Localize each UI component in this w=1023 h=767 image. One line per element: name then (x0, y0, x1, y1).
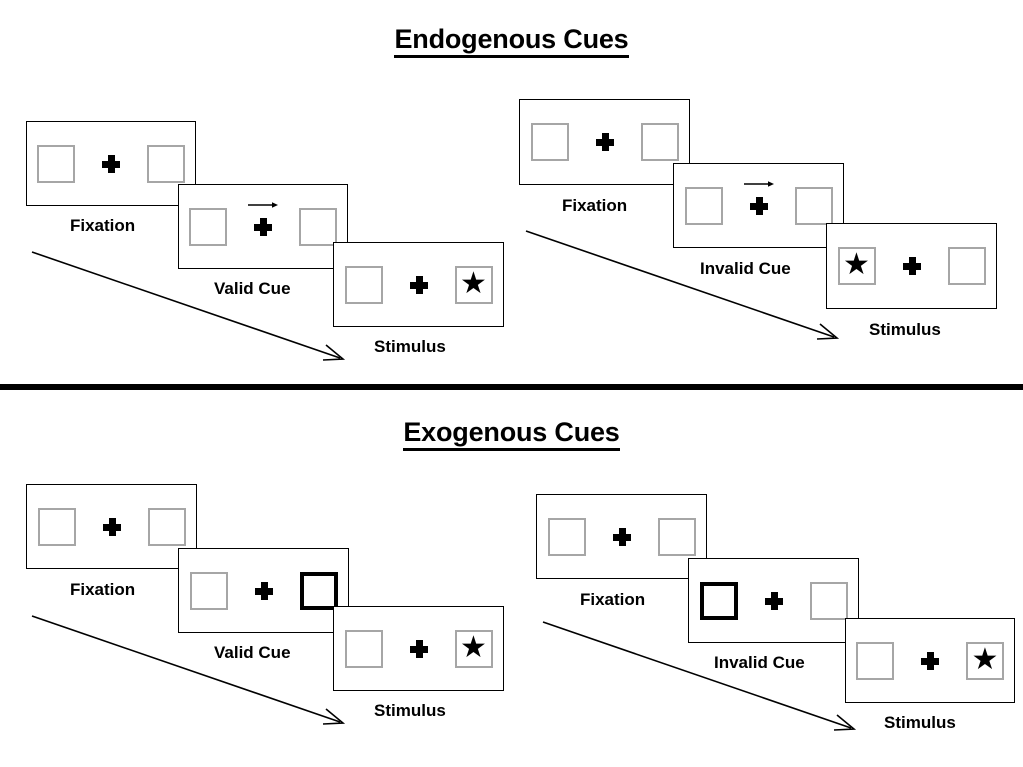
center-column (245, 201, 281, 250)
left-box: ★ (189, 571, 228, 610)
center-column (401, 626, 437, 672)
left-box: ★ (37, 507, 76, 546)
section-title-endogenous-text: Endogenous Cues (394, 24, 629, 58)
arrow-cue-icon (248, 201, 278, 210)
center-column (894, 243, 930, 289)
right-box: ★ (147, 507, 186, 546)
right-box: ★ (657, 517, 696, 556)
fixation-cross-icon (902, 257, 921, 275)
caption-endogenous-invalid-fixation: Fixation (562, 196, 628, 215)
right-box: ★ (454, 265, 493, 304)
star-icon: ★ (843, 248, 870, 281)
fixation-cross-icon (595, 133, 614, 151)
right-box: ★ (794, 186, 833, 225)
caption-endogenous-valid-stimulus: Stimulus (374, 337, 446, 356)
right-box: ★ (809, 581, 848, 620)
caption-exogenous-valid-fixation: Fixation (70, 580, 136, 599)
center-column (741, 180, 777, 229)
fixation-cross-icon (612, 527, 631, 546)
caption-exogenous-invalid-stimulus: Stimulus (884, 713, 956, 732)
panel-content: ★ ★ (837, 243, 986, 289)
caption-exogenous-valid-stimulus: Stimulus (374, 701, 446, 720)
left-box: ★ (189, 207, 227, 246)
left-box: ★ (344, 629, 383, 668)
caption-endogenous-valid-fixation: Fixation (70, 216, 136, 235)
fixation-cross-icon (749, 196, 768, 215)
fixation-cross-icon (764, 591, 783, 610)
left-box: ★ (530, 123, 569, 161)
center-column (912, 638, 948, 684)
caption-exogenous-invalid-cue: Invalid Cue (714, 653, 805, 672)
fixation-cross-icon (921, 651, 939, 670)
fixation-cross-icon (102, 154, 120, 173)
fixation-cross-icon (409, 639, 428, 658)
star-icon: ★ (460, 266, 487, 300)
center-column (604, 514, 640, 560)
panel-content: ★ ★ (684, 180, 833, 229)
caption-endogenous-invalid-cue: Invalid Cue (700, 259, 791, 278)
panel-endogenous-invalid-fixation[interactable]: ★ ★ (519, 99, 690, 185)
right-box-cued: ★ (299, 571, 338, 610)
section-title-exogenous: Exogenous Cues (0, 417, 1023, 451)
panel-endogenous-valid-fixation[interactable]: ★ ★ (26, 121, 196, 206)
section-divider (0, 384, 1023, 390)
left-box: ★ (837, 247, 876, 285)
center-column (587, 119, 623, 165)
caption-endogenous-invalid-stimulus: Stimulus (869, 320, 941, 339)
left-box: ★ (856, 641, 894, 680)
panel-content: ★ ★ (189, 568, 338, 614)
star-icon: ★ (460, 630, 487, 664)
panel-exogenous-invalid-cue[interactable]: ★ ★ (688, 558, 859, 643)
center-column (756, 578, 792, 624)
panel-endogenous-valid-stimulus[interactable]: ★ ★ (333, 242, 504, 327)
panel-content: ★ ★ (37, 141, 185, 187)
left-box: ★ (344, 265, 383, 304)
star-icon: ★ (971, 642, 999, 676)
right-box: ★ (947, 247, 986, 285)
right-box: ★ (147, 144, 185, 183)
center-column (94, 504, 130, 550)
right-box: ★ (454, 629, 493, 668)
caption-endogenous-valid-cue: Valid Cue (214, 279, 291, 298)
fixation-cross-icon (254, 217, 272, 236)
left-box: ★ (684, 186, 723, 225)
left-box: ★ (547, 517, 586, 556)
arrow-cue-icon (743, 180, 774, 189)
panel-exogenous-invalid-stimulus[interactable]: ★ ★ (845, 618, 1015, 703)
left-box: ★ (37, 144, 75, 183)
left-box-cued: ★ (699, 581, 738, 620)
center-column (401, 262, 437, 308)
right-box: ★ (966, 641, 1004, 680)
fixation-cross-icon (409, 275, 428, 294)
center-column (246, 568, 282, 614)
fixation-cross-icon (254, 581, 273, 600)
panel-content: ★ ★ (530, 119, 679, 165)
panel-content: ★ ★ (37, 504, 186, 550)
panel-content: ★ ★ (189, 201, 337, 250)
panel-content: ★ ★ (344, 626, 493, 672)
panel-exogenous-valid-fixation[interactable]: ★ ★ (26, 484, 197, 569)
panel-content: ★ ★ (547, 514, 696, 560)
fixation-cross-icon (102, 517, 121, 536)
panel-endogenous-invalid-stimulus[interactable]: ★ ★ (826, 223, 997, 309)
panel-content: ★ ★ (344, 262, 493, 308)
panel-exogenous-invalid-fixation[interactable]: ★ ★ (536, 494, 707, 579)
panel-content: ★ ★ (856, 638, 1004, 684)
section-title-exogenous-text: Exogenous Cues (403, 417, 620, 451)
section-title-endogenous: Endogenous Cues (0, 24, 1023, 58)
panel-endogenous-valid-cue[interactable]: ★ ★ (178, 184, 348, 269)
center-column (93, 141, 129, 187)
panel-content: ★ ★ (699, 578, 848, 624)
caption-exogenous-invalid-fixation: Fixation (580, 590, 646, 609)
right-box: ★ (640, 123, 679, 161)
caption-exogenous-valid-cue: Valid Cue (214, 643, 291, 662)
panel-exogenous-valid-cue[interactable]: ★ ★ (178, 548, 349, 633)
right-box: ★ (299, 207, 337, 246)
panel-exogenous-valid-stimulus[interactable]: ★ ★ (333, 606, 504, 691)
panel-endogenous-invalid-cue[interactable]: ★ ★ (673, 163, 844, 248)
